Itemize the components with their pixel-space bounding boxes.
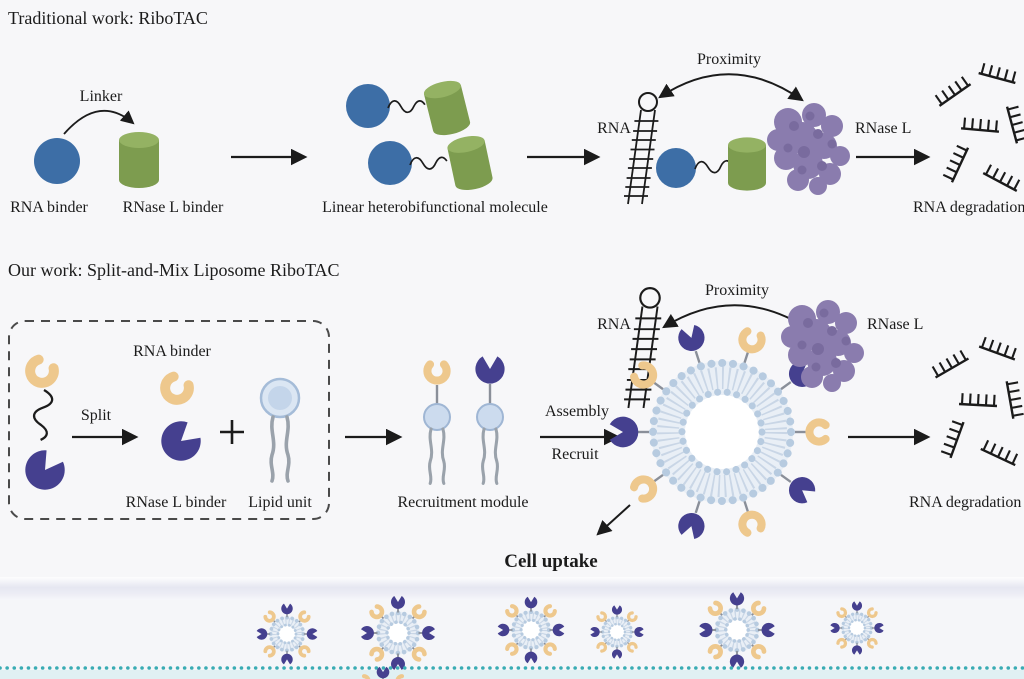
rna-binder-label-box: RNA binder: [133, 343, 211, 360]
molecule-label: Linear heterobifunctional molecule: [322, 199, 548, 216]
rna-binder-in-complex-icon: [656, 148, 696, 188]
cell-uptake-label: Cell uptake: [504, 551, 597, 572]
rna-binder-sphere-icon: [34, 138, 80, 184]
recruitment-module-1: [423, 364, 451, 485]
hetero-molecule-2: [368, 133, 495, 193]
assembly-label: Assembly: [545, 403, 609, 420]
linker-label: Linker: [80, 88, 123, 105]
rna-label-top: RNA: [597, 120, 631, 137]
recruit-label: Recruit: [551, 446, 599, 463]
degradation-label-bottom: RNA degradation: [909, 494, 1021, 511]
rna-binder-label: RNA binder: [10, 199, 88, 216]
proximity-label-bottom: Proximity: [705, 282, 769, 299]
linker-arc-arrow: [63, 109, 135, 135]
rnase-l-binder-cylinder-icon: [119, 132, 159, 188]
recruitment-module-label: Recruitment module: [397, 494, 528, 511]
split-module-box: [8, 320, 330, 520]
cell-uptake-arrow: [596, 504, 631, 536]
rnase-l-binder-label-box: RNase L binder: [126, 494, 227, 511]
cell-uptake-section: Cell uptake: [0, 504, 1024, 679]
lipid-unit-label: Lipid unit: [248, 494, 312, 511]
cytoplasm-region: [0, 670, 1024, 679]
lipid-unit: [259, 377, 301, 483]
proximity-label-top: Proximity: [697, 51, 761, 68]
rnase-l-binder-label: RNase L binder: [123, 199, 224, 216]
recruitment-module-2: [475, 356, 505, 485]
our-work-section: Our work: Split-and-Mix Liposome RiboTAC…: [8, 260, 1024, 541]
rna-label-bottom: RNA: [597, 316, 631, 333]
proximity-arc-top: [658, 73, 804, 102]
rnase-l-label-top: RNase L: [855, 120, 911, 137]
degradation-label-top: RNA degradation: [913, 199, 1024, 216]
traditional-title: Traditional work: RiboTAC: [8, 8, 208, 28]
split-label: Split: [81, 407, 112, 424]
traditional-section: Traditional work: RiboTAC Linker RNA bin…: [8, 8, 1024, 216]
membrane-band: [0, 577, 1024, 600]
hetero-molecule-1: [346, 77, 472, 139]
our-work-title: Our work: Split-and-Mix Liposome RiboTAC: [8, 260, 340, 280]
rnase-l-label-bottom: RNase L: [867, 316, 923, 333]
rnase-l-binder-in-complex-icon: [728, 137, 766, 191]
plus-icon: [220, 420, 244, 444]
